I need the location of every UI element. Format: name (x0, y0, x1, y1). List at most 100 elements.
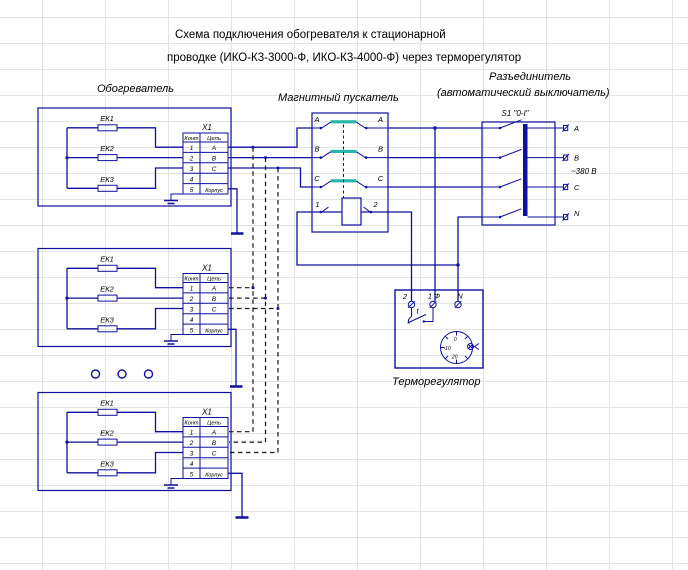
disconnector-section-label-2: (автоматический выключатель) (437, 87, 610, 99)
svg-text:5: 5 (190, 471, 194, 478)
heater-block-1: ЕК1 ЕК2 ЕК3 X1 Конт Цепь 1 2 3 4 5 А В С… (37, 107, 232, 207)
junction-dot (65, 296, 69, 300)
starter-contact-C: С С (312, 174, 388, 189)
starter-coil: 1 2 (312, 197, 378, 226)
disconnector-pole-C: С (482, 178, 580, 192)
starter-contact-B: В В (312, 145, 388, 159)
element-label: ЕК1 (100, 399, 114, 408)
element-label: ЕК3 (100, 175, 114, 184)
heating-element-icon (97, 325, 118, 333)
phase-wiring (228, 126, 482, 519)
disconnector-pole-B: В (482, 148, 579, 163)
junction-dot (433, 126, 437, 130)
heating-element-icon (97, 184, 118, 192)
contact-bridge-icon (330, 149, 357, 153)
svg-text:4: 4 (190, 176, 194, 183)
element-label: ЕК2 (100, 429, 114, 438)
svg-text:2: 2 (189, 440, 194, 447)
earth-icon (164, 478, 183, 489)
element-label: ЕК1 (100, 114, 114, 123)
pointer-icon (473, 343, 480, 350)
starter-outline (311, 112, 389, 233)
svg-text:3: 3 (190, 451, 194, 458)
heating-element-icon (97, 124, 118, 132)
heating-element-icon (97, 408, 118, 416)
svg-text:Корпус: Корпус (205, 328, 223, 334)
contact-bridge-icon (330, 120, 357, 124)
col-contact: Конт (184, 136, 198, 142)
neutral-wire (296, 211, 482, 301)
disconnector-outline (481, 121, 556, 226)
element-label: ЕК2 (100, 285, 114, 294)
col-circuit: Цепь (207, 136, 221, 142)
svg-text:1 Ф: 1 Ф (428, 292, 440, 301)
terminal-pin-icon (563, 154, 569, 161)
svg-text:2: 2 (189, 156, 194, 163)
svg-text:А: А (377, 115, 383, 124)
svg-text:Конт: Конт (184, 277, 198, 283)
svg-text:А: А (211, 286, 216, 293)
heater-section-label: Обогреватель (97, 83, 174, 95)
thermostat: 2 1 Ф N t 0 -10 20 (394, 289, 484, 369)
heating-element-icon (97, 469, 118, 477)
voltage-label: ~380 В (571, 167, 597, 176)
title-line1: Схема подключения обогревателя к стацион… (175, 29, 446, 41)
svg-text:1: 1 (190, 286, 194, 293)
svg-text:Цепь: Цепь (207, 277, 221, 283)
svg-text:2: 2 (372, 200, 378, 209)
svg-text:С: С (314, 174, 320, 183)
thermal-contact: t (407, 307, 434, 324)
continuation-dots-icon (90, 369, 154, 379)
connector-x1-table: X1 Конт Цепь 1 2 3 4 5 А В С Корпус (182, 408, 229, 479)
thermostat-outline (394, 289, 484, 369)
svg-text:3: 3 (190, 307, 194, 314)
svg-text:2: 2 (402, 292, 408, 301)
junction-dot (65, 156, 69, 160)
svg-text:Цепь: Цепь (207, 421, 221, 427)
svg-text:С: С (212, 307, 217, 314)
screw-terminal-icon (454, 300, 462, 309)
disconnector-pole-N: N (482, 208, 580, 221)
screw-terminal-icon (429, 300, 437, 309)
heater-block-2: ЕК1 ЕК2 ЕК3 X1 Конт Цепь 1 2 3 4 5 А В С… (37, 247, 232, 348)
chassis-wire-2 (228, 328, 237, 386)
svg-text:N: N (574, 209, 580, 218)
svg-text:Конт: Конт (184, 421, 198, 427)
temperature-dial: 0 -10 20 (440, 331, 480, 364)
svg-text:В: В (574, 154, 579, 163)
svg-text:Корпус: Корпус (205, 188, 223, 194)
coil-icon (341, 197, 362, 226)
terminal-pin-icon (563, 124, 569, 132)
svg-text:А: А (313, 115, 319, 124)
disconnector: S1 "0-I" А В С (481, 109, 597, 226)
connector-label: X1 (201, 123, 212, 132)
temperature-symbol: t (417, 307, 420, 316)
element-label: ЕК3 (100, 460, 114, 469)
earth-icon (164, 193, 183, 205)
connector-x1-table: X1 Конт Цепь 1 2 3 4 5 А В С Корпус (182, 123, 229, 195)
svg-text:4: 4 (190, 461, 194, 468)
thermostat-section-label: Терморегулятор (392, 376, 481, 388)
heating-element-icon (97, 154, 118, 162)
switch-designator: S1 "0-I" (501, 109, 529, 118)
junction-dot (456, 263, 460, 267)
svg-text:1: 1 (190, 430, 194, 437)
element-label: ЕК2 (100, 144, 114, 153)
chassis-wire-3 (228, 472, 243, 517)
svg-text:3: 3 (190, 166, 194, 173)
disconnector-section-label-1: Разъединитель (489, 71, 571, 83)
svg-text:С: С (212, 166, 217, 173)
title-line2: проводке (ИКО-К3-3000-Ф, ИКО-К3-4000-Ф) … (167, 52, 521, 64)
svg-text:5: 5 (190, 187, 194, 194)
svg-text:С: С (574, 183, 580, 192)
switch-bar-icon (523, 124, 528, 216)
svg-text:А: А (211, 430, 216, 437)
knob-icon (467, 343, 474, 350)
heater-3-outline (37, 391, 232, 492)
junction-dot (65, 440, 69, 444)
terminal-pin-icon (563, 213, 569, 221)
heating-element-icon (97, 264, 118, 272)
element-label: ЕК1 (100, 255, 114, 264)
svg-text:-10: -10 (444, 346, 451, 352)
